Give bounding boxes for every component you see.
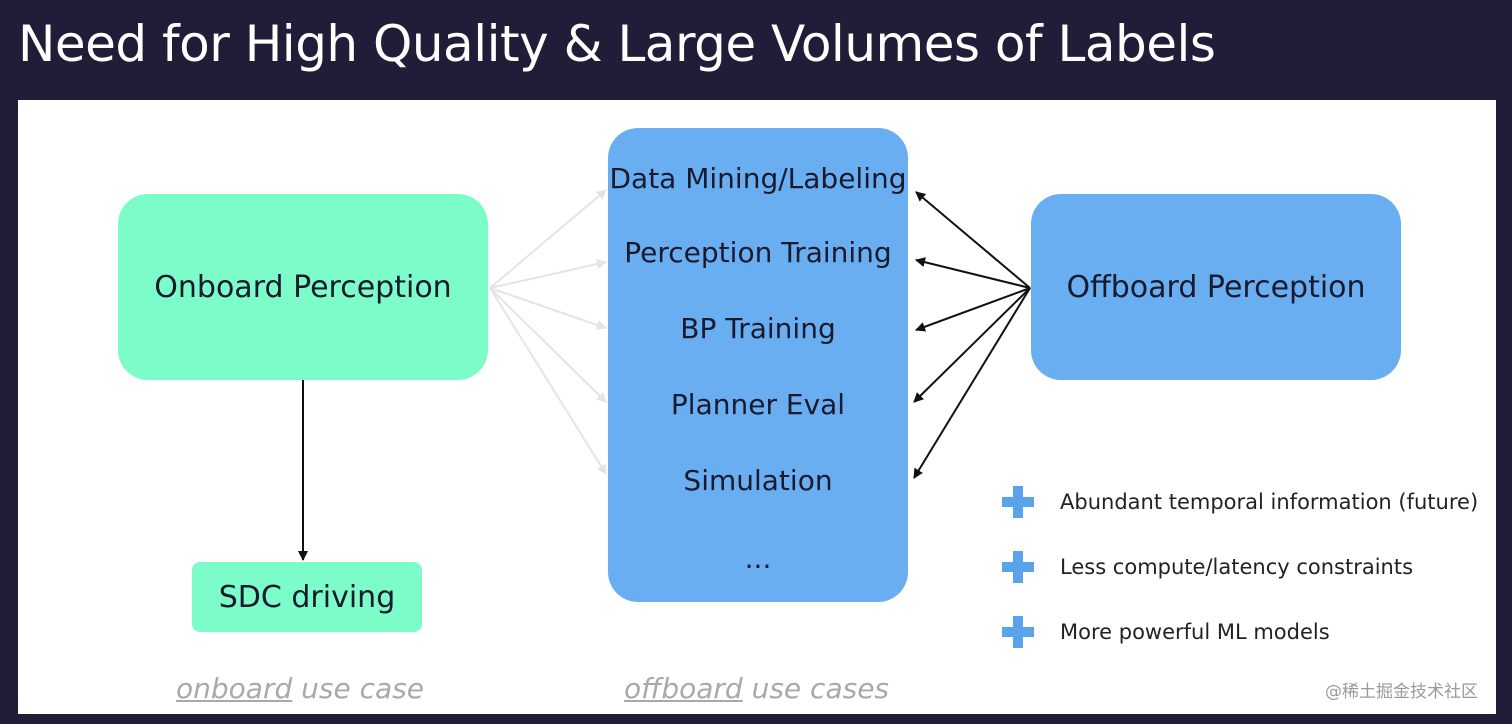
plus-icon bbox=[1002, 551, 1034, 583]
page-title: Need for High Quality & Large Volumes of… bbox=[18, 15, 1216, 73]
onboard-perception-box: Onboard Perception bbox=[118, 194, 488, 380]
offboard-caption-underlined: offboard bbox=[624, 672, 743, 705]
offboard-link-2 bbox=[915, 257, 1031, 289]
offboard-link-1 bbox=[915, 191, 1031, 289]
onboard-link-4 bbox=[489, 287, 607, 403]
plus-icon bbox=[1002, 486, 1034, 518]
onboard-caption-underlined: onboard bbox=[176, 672, 293, 705]
watermark: @稀土掘金技术社区 bbox=[1325, 682, 1478, 702]
onboard-link-3 bbox=[489, 287, 607, 330]
benefit-item: More powerful ML models bbox=[1002, 615, 1482, 649]
onboard-caption-rest: use case bbox=[292, 672, 424, 705]
offboard-link-5 bbox=[913, 287, 1031, 479]
sdc-driving-box: SDC driving bbox=[192, 562, 422, 632]
benefit-text: Abundant temporal information (future) bbox=[1060, 490, 1479, 514]
slide-canvas: Onboard Perception SDC driving Offboard … bbox=[18, 100, 1496, 714]
offboard-caption-rest: use cases bbox=[742, 672, 890, 705]
offboard-link-3 bbox=[915, 287, 1031, 332]
use-case-item: ... bbox=[744, 542, 772, 575]
benefit-item: Abundant temporal information (future) bbox=[1002, 485, 1482, 519]
onboard-link-2 bbox=[489, 259, 607, 289]
use-case-item: Planner Eval bbox=[670, 388, 846, 421]
benefit-item: Less compute/latency constraints bbox=[1002, 550, 1482, 584]
use-case-item: BP Training bbox=[680, 312, 836, 345]
offboard-link-4 bbox=[913, 287, 1031, 403]
onboard-caption: onboard use case bbox=[176, 672, 424, 705]
use-case-item: Data Mining/Labeling bbox=[609, 162, 907, 195]
onboard-link-5 bbox=[489, 287, 607, 475]
connector-arrows bbox=[298, 189, 1031, 561]
offboard-perception-box: Offboard Perception bbox=[1031, 194, 1401, 380]
onboard-link-1 bbox=[489, 189, 607, 289]
use-case-item: Simulation bbox=[683, 464, 833, 497]
benefit-text: Less compute/latency constraints bbox=[1060, 555, 1414, 579]
use-case-item: Perception Training bbox=[624, 236, 892, 269]
benefit-text: More powerful ML models bbox=[1060, 620, 1330, 644]
use-cases-box: Data Mining/Labeling Perception Training… bbox=[608, 128, 908, 602]
offboard-caption: offboard use cases bbox=[624, 672, 889, 705]
plus-icon bbox=[1002, 616, 1034, 648]
